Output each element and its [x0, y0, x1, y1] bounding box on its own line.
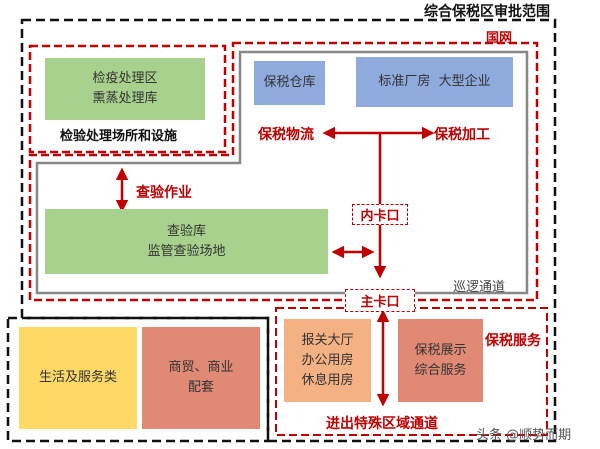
inspection-warehouse-box: 查验库 监管查验场地 [45, 209, 328, 274]
bonded-display-box: 保税展示 综合服务 [398, 319, 483, 402]
inspection-area-label: 检验处理场所和设施 [60, 129, 178, 144]
bonded-warehouse-box: 保税仓库 [254, 61, 325, 105]
patrol-channel-label: 巡逻通道 [453, 280, 506, 295]
watermark: 头条 @顺势而期 [476, 428, 572, 443]
page-title: 综合保税区审批范围 [424, 4, 550, 20]
commerce-line-2: 配套 [187, 380, 214, 395]
main-gate-text: 主卡口 [360, 295, 400, 310]
bonded-display-line-1: 保税展示 [414, 342, 467, 358]
check-work-label: 查验作业 [136, 185, 192, 201]
bonded-service-label: 保税服务 [485, 333, 541, 349]
inspection-warehouse-line-1: 查验库 [166, 223, 206, 239]
bonded-display-line-2: 综合服务 [414, 362, 467, 378]
main-gate-box: 主卡口 [345, 289, 415, 312]
bonded-processing-label: 保税加工 [434, 127, 490, 143]
quarantine-line-2: 熏蒸处理库 [92, 91, 158, 106]
quarantine-box: 检疫处理区 熏蒸处理库 [45, 58, 205, 120]
inspection-warehouse-line-2: 监管查验场地 [147, 243, 226, 259]
bonded-warehouse-text: 保税仓库 [263, 75, 316, 90]
customs-hall-line-2: 办公用房 [301, 352, 354, 368]
wangwang-label: 国网 [486, 31, 513, 46]
special-zone-channel-label: 进出特殊区域通道 [326, 416, 438, 432]
inner-gate-box: 内卡口 [352, 204, 408, 225]
customs-hall-line-1: 报关大厅 [301, 332, 354, 348]
customs-hall-box: 报关大厅 办公用房 休息用房 [284, 319, 371, 402]
quarantine-line-1: 检疫处理区 [92, 71, 158, 86]
standard-factory-box: 标准厂房 大型企业 [356, 57, 513, 107]
commerce-box: 商贸、商业 配套 [142, 327, 260, 429]
customs-hall-line-3: 休息用房 [301, 372, 354, 388]
inner-gate-text: 内卡口 [360, 209, 400, 224]
life-service-box: 生活及服务类 [19, 327, 137, 429]
bonded-logistics-label: 保税物流 [258, 127, 314, 143]
standard-factory-text: 标准厂房 大型企业 [378, 74, 491, 89]
commerce-line-1: 商贸、商业 [168, 360, 234, 375]
life-service-text: 生活及服务类 [38, 370, 117, 385]
